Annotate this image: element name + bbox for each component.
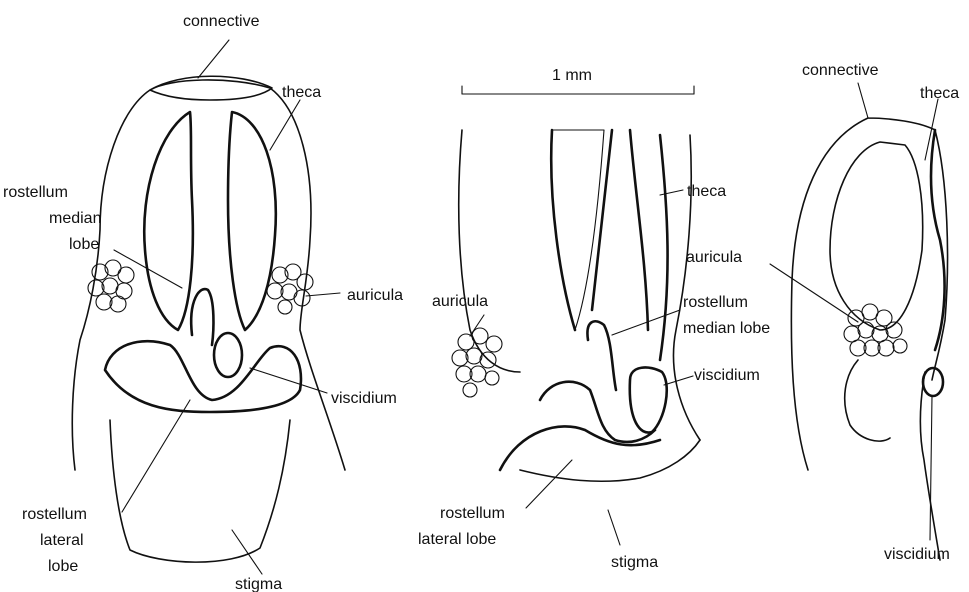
- right-leaders: [770, 83, 938, 540]
- left-rostellum-median-lobe: [191, 289, 213, 345]
- middle-label-rostellum-lateral-1: rostellum: [440, 505, 505, 522]
- right-label-viscidium: viscidium: [884, 546, 950, 563]
- left-label-stigma: stigma: [235, 576, 282, 592]
- left-label-rostellum-lateral-3: lobe: [48, 558, 78, 575]
- left-label-rostellum-lateral-1: rostellum: [22, 506, 87, 523]
- left-stigma-plate: [110, 420, 290, 562]
- left-label-rostellum-median-2: median: [49, 210, 101, 227]
- scale-bar-label: 1 mm: [552, 67, 592, 84]
- middle-viscidium-shape: [630, 367, 667, 432]
- middle-theca-outer: [551, 130, 667, 360]
- middle-label-stigma: stigma: [611, 554, 658, 571]
- middle-theca-fill: [551, 130, 604, 330]
- left-label-theca: theca: [282, 84, 321, 101]
- middle-rostellum-median-lobe: [587, 321, 616, 390]
- scale-bar: 1 mm: [462, 67, 694, 94]
- middle-label-auricula: auricula: [432, 293, 488, 310]
- middle-label-rostellum-median-2: median lobe: [683, 320, 770, 337]
- right-theca-edge: [931, 130, 945, 350]
- left-auricula-left: [88, 260, 134, 312]
- middle-leaders: [470, 190, 693, 545]
- right-label-connective: connective: [802, 62, 879, 79]
- left-theca-left: [144, 112, 193, 330]
- left-label-rostellum-lateral-2: lateral: [40, 532, 84, 549]
- middle-label-viscidium: viscidium: [694, 367, 760, 384]
- left-rostellum-lateral-lobe: [105, 341, 301, 412]
- left-label-rostellum-median-1: rostellum: [3, 184, 68, 201]
- right-view-drawing: [791, 118, 947, 560]
- left-label-connective: connective: [183, 13, 260, 30]
- left-leaders: [114, 40, 340, 574]
- middle-label-rostellum-lateral-2: lateral lobe: [418, 531, 496, 548]
- middle-stigma-edge: [520, 440, 700, 481]
- left-label-viscidium: viscidium: [331, 390, 397, 407]
- right-theca-shape: [830, 142, 923, 330]
- left-label-auricula: auricula: [347, 287, 403, 304]
- middle-rostellum-lateral-lobe: [500, 382, 660, 470]
- right-label-theca: theca: [920, 85, 959, 102]
- left-auricula-right: [267, 264, 313, 314]
- right-label-auricula: auricula: [686, 249, 742, 266]
- left-viscidium-shape: [214, 333, 242, 377]
- middle-label-rostellum-median-1: rostellum: [683, 294, 748, 311]
- left-theca-right: [228, 112, 276, 330]
- middle-view-drawing: [452, 130, 700, 481]
- middle-auricula: [452, 328, 502, 397]
- left-label-rostellum-median-3: lobe: [69, 236, 99, 253]
- left-view-drawing: [72, 76, 345, 562]
- right-auricula: [844, 304, 907, 356]
- middle-label-theca: theca: [687, 183, 726, 200]
